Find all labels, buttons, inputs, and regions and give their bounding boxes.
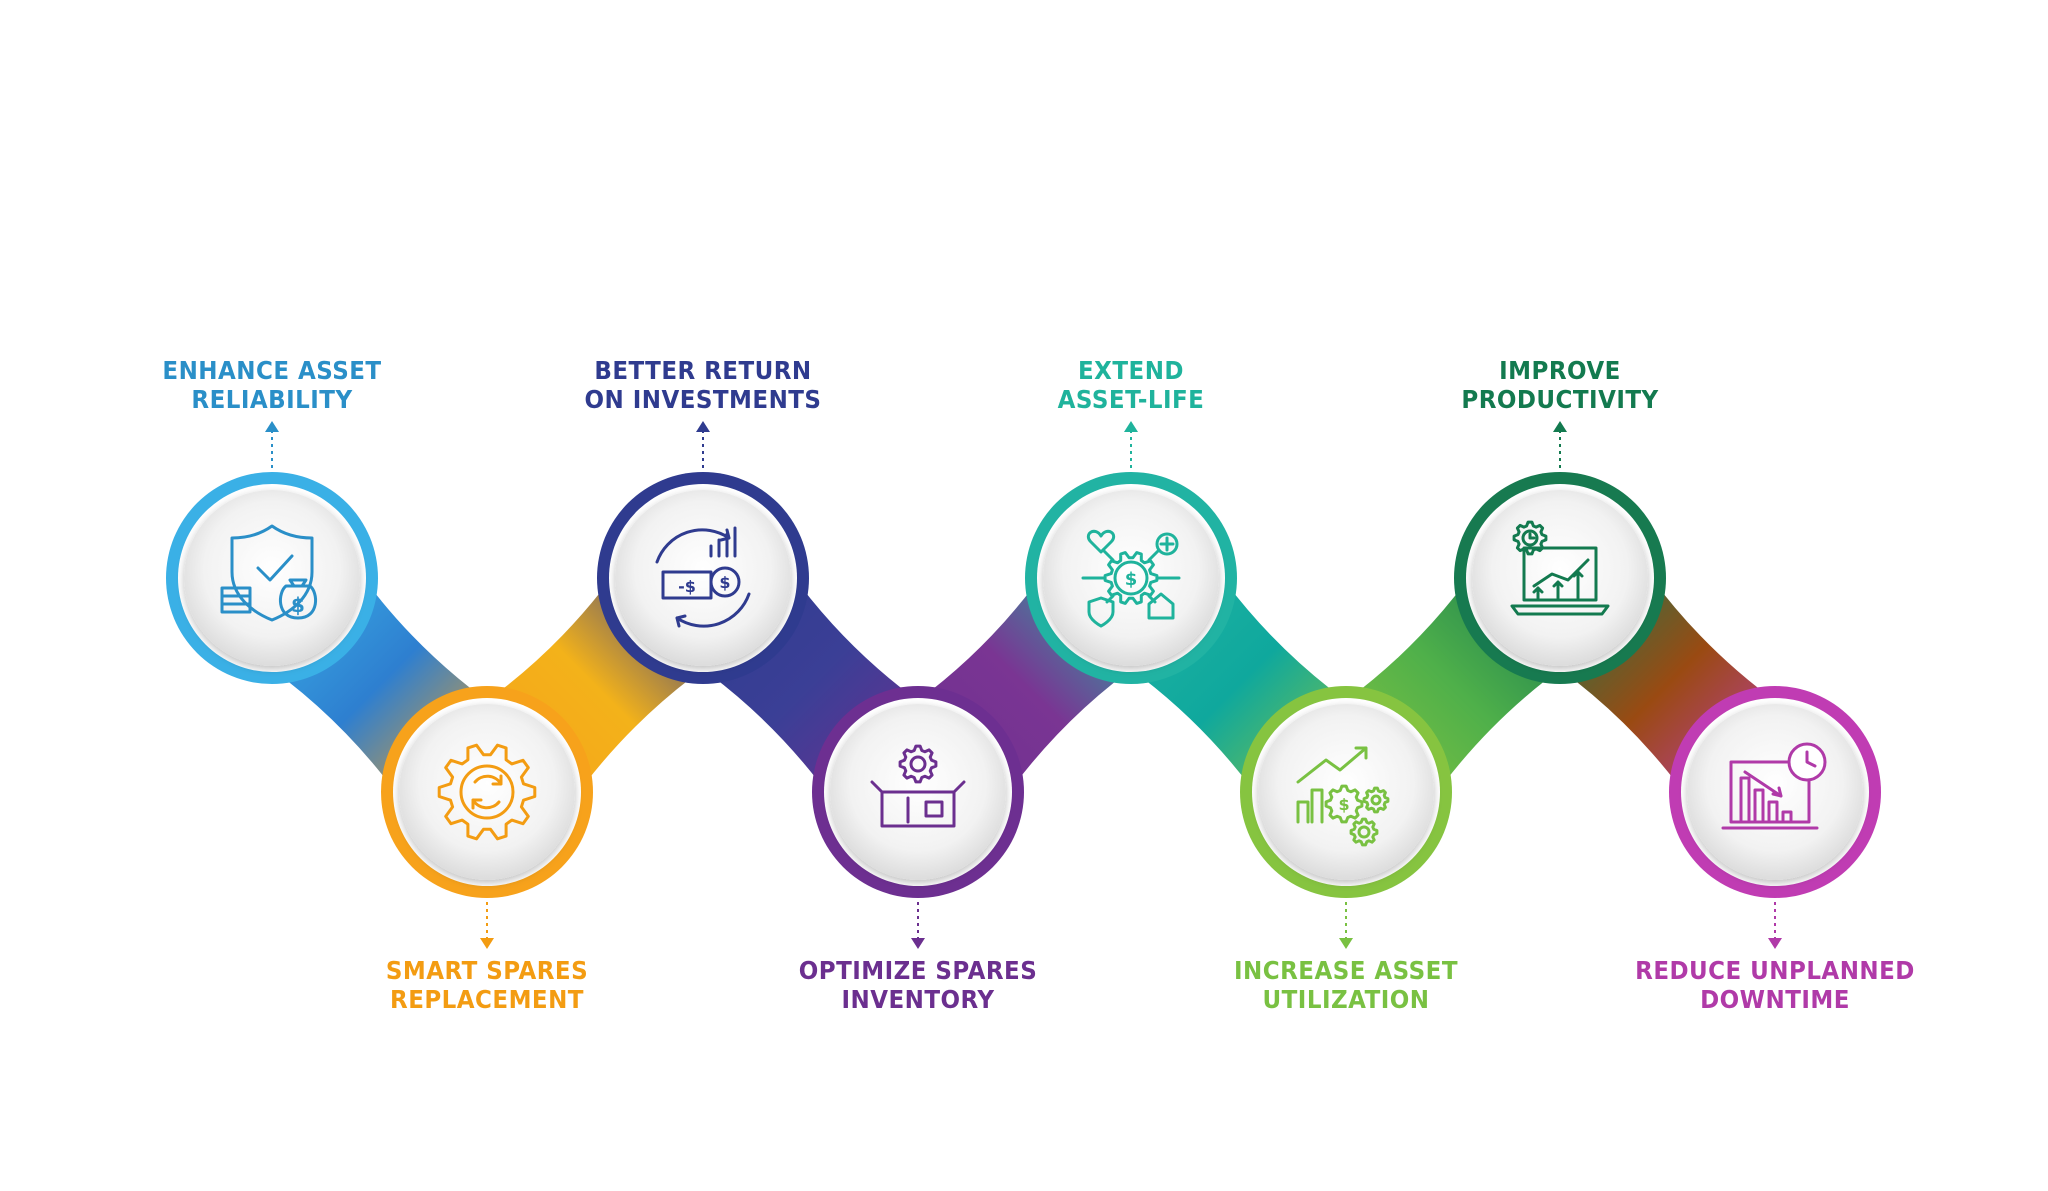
step-arrow-3: [696, 421, 710, 468]
step-label-line1: OPTIMIZE SPARES: [798, 956, 1038, 985]
svg-text:$: $: [1338, 795, 1349, 814]
svg-text:$: $: [719, 573, 730, 592]
box-gear-icon: [870, 744, 966, 828]
step-disc: [399, 704, 575, 880]
shield-money-icon: $: [220, 524, 318, 622]
arrowhead-icon: [480, 938, 494, 949]
step-arrow-5: [1124, 421, 1138, 468]
step-disc: [1043, 490, 1219, 666]
step-nodes: $ -$ $ $ $: [166, 472, 1881, 898]
step-label-line1: SMART SPARES: [385, 956, 589, 985]
step-label-line2: ASSET-LIFE: [1057, 385, 1205, 414]
step-arrow-4: [911, 902, 925, 949]
step-label-line1: BETTER RETURN: [594, 356, 812, 385]
laptop-growth-icon: [1510, 520, 1610, 616]
arrowhead-icon: [1553, 421, 1567, 432]
step-label-line2: UTILIZATION: [1262, 985, 1430, 1014]
step-node-6: $: [1240, 686, 1452, 898]
step-label-line2: RELIABILITY: [191, 385, 353, 414]
step-node-2: [381, 686, 593, 898]
step-disc: [1258, 704, 1434, 880]
step-node-4: [812, 686, 1024, 898]
step-arrow-8: [1768, 902, 1782, 949]
step-label-line2: PRODUCTIVITY: [1461, 385, 1659, 414]
step-label-line1: INCREASE ASSET: [1234, 956, 1458, 985]
step-label-line2: DOWNTIME: [1700, 985, 1850, 1014]
step-label-line1: IMPROVE: [1499, 356, 1621, 385]
arrowhead-icon: [911, 938, 925, 949]
svg-text:$: $: [291, 593, 305, 617]
growth-gears-icon: $: [1296, 746, 1390, 847]
step-label-line2: ON INVESTMENTS: [584, 385, 822, 414]
step-arrow-6: [1339, 902, 1353, 949]
arrowhead-icon: [1768, 938, 1782, 949]
step-label-line1: ENHANCE ASSET: [162, 356, 382, 385]
step-node-8: [1669, 686, 1881, 898]
step-node-3: -$ $: [597, 472, 809, 684]
arrowhead-icon: [1339, 938, 1353, 949]
step-arrow-2: [480, 902, 494, 949]
step-node-1: $: [166, 472, 378, 684]
chart-clock-icon: [1721, 742, 1827, 830]
arrowhead-icon: [696, 421, 710, 432]
investment-return-icon: -$ $: [655, 526, 751, 628]
arrowhead-icon: [265, 421, 279, 432]
step-arrows: [265, 421, 1782, 949]
svg-text:-$: -$: [678, 577, 696, 596]
step-node-5: $: [1025, 472, 1237, 684]
asset-network-icon: $: [1081, 529, 1181, 628]
step-label-line2: REPLACEMENT: [390, 985, 584, 1014]
arrowhead-icon: [1124, 421, 1138, 432]
step-label-line1: EXTEND: [1078, 356, 1184, 385]
step-disc: [615, 490, 791, 666]
step-label-line2: INVENTORY: [841, 985, 995, 1014]
gear-refresh-icon: [437, 743, 537, 841]
step-arrow-7: [1553, 421, 1567, 468]
svg-text:$: $: [1125, 569, 1138, 590]
step-label-line1: REDUCE UNPLANNED: [1635, 956, 1915, 985]
step-node-7: [1454, 472, 1666, 684]
step-arrow-1: [265, 421, 279, 468]
